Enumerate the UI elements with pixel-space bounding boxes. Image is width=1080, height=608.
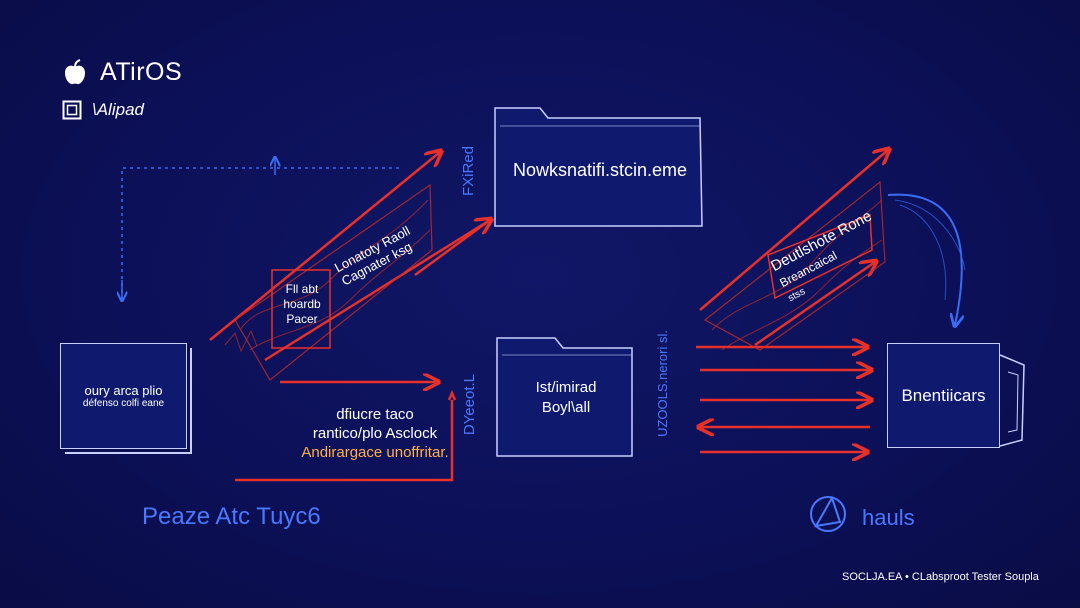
red-arrow-upper-right-2 [754,262,875,347]
fill-note: Fll abt hoardb Pacer [275,282,329,327]
left-node-line1: oury arca plio [84,383,163,398]
center-text-orange: Andirargace unoffritar. [301,444,449,461]
square-icon [62,100,82,120]
sub-brand-label: \Alipad [92,100,144,119]
uzools-label: UZOOLS.nerori sl. [655,330,670,437]
red-arrow-upper-left-3 [414,218,491,277]
apple-icon [65,58,85,84]
mid-folder-outline [496,337,633,457]
right-node-box[interactable]: Bnentiicars [887,343,1000,448]
sub-brand: \Alipad [62,100,144,120]
fill-note-box [271,269,331,349]
blue-curve-arrow [887,193,962,325]
dotted-loop-arrow [121,167,400,300]
center-text-line1: dfiucre taco [336,406,414,423]
right-node-label: Bnentiicars [901,385,986,405]
red-arrow-upper-left-2 [264,220,490,362]
bottom-left-caption: Peaze Atc Tuyc6 [142,503,321,530]
fxred-label: FXiRed [460,146,477,197]
red-arrow-return [235,400,454,482]
right-scribble-band [703,180,886,351]
fill-note-line1: Fll abt [285,282,319,296]
center-text-line2: rantico/plo Asclock [312,425,438,442]
top-folder-outline [494,107,703,227]
brand-header: ATirOS [62,58,182,87]
center-text: dfiucre taco rantico/plo Asclock Andirar… [275,405,475,462]
brand-title: ATirOS [100,58,183,86]
footer-text: SOCLJA.EA • CLabsproot Tester Soupla [842,571,1039,583]
red-arrow-upper-right [699,150,888,311]
left-node-line2: défenso colfi eane [82,398,165,409]
red-arrow-upper-left [209,152,440,341]
mid-folder-line2: Boyl\all [541,399,591,416]
mid-folder-line1: Ist/imirad [535,379,597,396]
left-node-box[interactable]: oury arca plio défenso colfi eane [60,343,187,449]
fill-note-line2: hoardb [283,297,321,311]
fill-note-line3: Pacer [286,312,318,326]
hauls-label: hauls [862,505,915,530]
mid-folder-text[interactable]: Ist/imirad Boyl\all [500,378,632,418]
left-scribble-band [234,183,433,381]
top-folder-label[interactable]: Nowksnatifi.stcin.eme [512,160,688,180]
orbit-logo-icon [810,495,846,532]
dyeeot-label: DYeeot.L [461,374,478,436]
